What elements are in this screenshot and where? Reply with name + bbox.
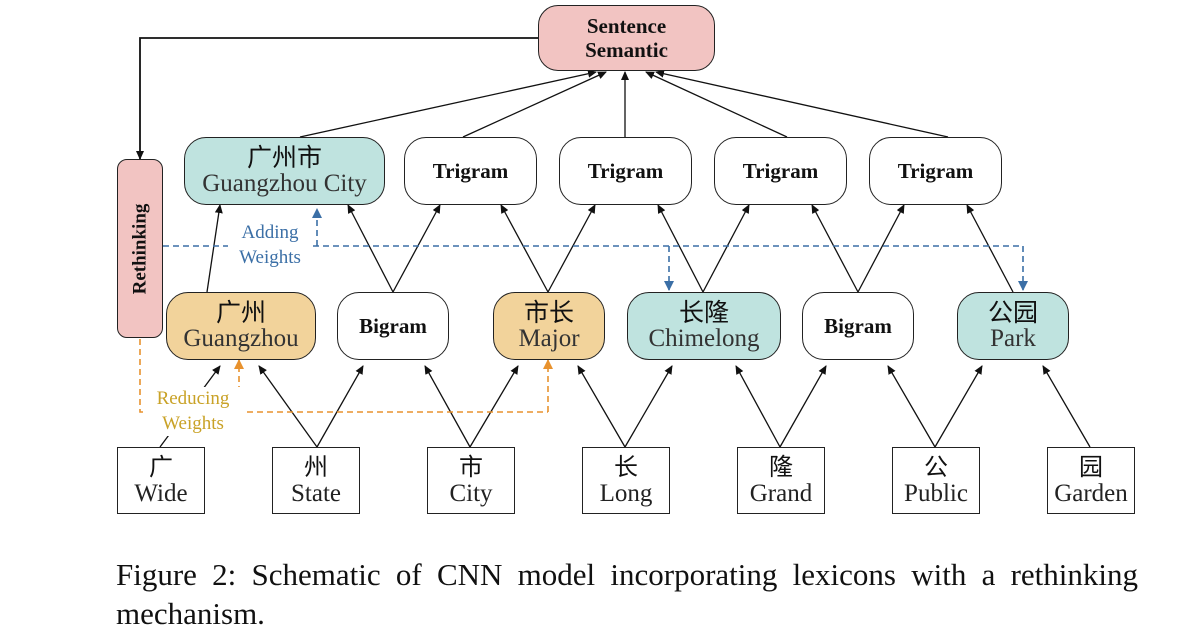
character-en: Garden — [1054, 479, 1128, 507]
trigram-label: Trigram — [432, 158, 509, 183]
arrow — [1042, 365, 1091, 448]
adding-weights-line1: Adding — [241, 222, 299, 243]
arrow — [500, 204, 549, 293]
arrow — [258, 365, 318, 448]
figure-caption: Figure 2: Schematic of CNN model incorpo… — [116, 557, 1138, 631]
arrow — [887, 365, 936, 448]
lexicon-node-chimelong: 长隆 Chimelong — [627, 292, 781, 360]
arrows-to-sentence-semantic — [299, 69, 949, 138]
character-en: Public — [904, 479, 968, 507]
arrows-layer-2-to-3 — [206, 204, 1014, 293]
arrow — [577, 365, 626, 448]
arrow — [424, 365, 471, 448]
rethinking-node: Rethinking — [117, 159, 163, 338]
lexicon-en: Major — [518, 325, 580, 352]
arrow — [624, 365, 673, 448]
trigram-label: Trigram — [897, 158, 974, 183]
arrow — [779, 365, 827, 448]
character-zh: 园 — [1079, 453, 1103, 482]
arrow — [392, 204, 441, 293]
arrow — [462, 71, 607, 138]
character-en: Wide — [134, 479, 188, 507]
arrow — [316, 365, 364, 448]
lexicon-node-guangzhou: 广州 Guangzhou — [166, 292, 316, 360]
reducing-weights-line2: Weights — [162, 412, 224, 434]
arrow — [657, 204, 704, 293]
bigram-node-1: Bigram — [337, 292, 449, 360]
character-node: 隆 Grand — [737, 447, 825, 514]
arrow — [702, 204, 750, 293]
adding-weights-line2: Weights — [239, 246, 301, 268]
lexicon-node-guangzhou-city: 广州市 Guangzhou City — [184, 137, 385, 205]
lexicon-en: Guangzhou City — [202, 170, 367, 197]
sentence-semantic-node: Sentence Semantic — [538, 5, 715, 71]
lexicon-en: Guangzhou — [183, 325, 299, 352]
arrow — [299, 69, 597, 138]
lexicon-zh: 广州市 — [246, 142, 322, 172]
trigram-node-3: Trigram — [714, 137, 847, 205]
character-node: 市 City — [427, 447, 515, 514]
bigram-label: Bigram — [359, 313, 427, 338]
arrows-layer-1-to-2 — [159, 365, 1091, 448]
character-zh: 州 — [304, 453, 328, 482]
lexicon-en: Park — [990, 325, 1036, 352]
arrow — [934, 365, 983, 448]
character-zh: 公 — [924, 453, 948, 482]
trigram-node-1: Trigram — [404, 137, 537, 205]
character-en: Grand — [749, 479, 813, 507]
character-node: 公 Public — [892, 447, 980, 514]
lexicon-node-major: 市长 Major — [493, 292, 605, 360]
character-node: 园 Garden — [1047, 447, 1135, 514]
adding-weights-label: Adding Weights — [228, 221, 312, 271]
arrow — [735, 365, 781, 448]
trigram-node-4: Trigram — [869, 137, 1002, 205]
sentence-semantic-line1: Sentence — [586, 13, 667, 38]
trigram-label: Trigram — [587, 158, 664, 183]
rethinking-feedback-arrow — [136, 37, 538, 160]
lexicon-en: Chimelong — [648, 325, 760, 352]
arrow — [547, 204, 596, 293]
arrow — [206, 204, 223, 293]
bigram-node-2: Bigram — [802, 292, 914, 360]
arrow — [857, 204, 905, 293]
lexicon-zh: 长隆 — [678, 297, 729, 327]
lexicon-zh: 市长 — [523, 297, 574, 327]
reducing-weights-label: Reducing Weights — [143, 387, 243, 437]
character-en: City — [449, 479, 493, 507]
reducing-weights-line — [139, 339, 548, 413]
sentence-semantic-line2: Semantic — [585, 38, 668, 62]
arrow — [655, 69, 949, 138]
reducing-weights-paths — [139, 339, 553, 413]
bigram-label: Bigram — [824, 313, 892, 338]
arrow — [966, 204, 1014, 293]
character-en: Long — [599, 479, 653, 507]
character-zh: 市 — [459, 453, 483, 482]
trigram-node-2: Trigram — [559, 137, 692, 205]
character-zh: 隆 — [769, 453, 793, 482]
arrow — [811, 204, 859, 293]
character-node: 长 Long — [582, 447, 670, 514]
arrow — [469, 365, 519, 448]
character-node: 州 State — [272, 447, 360, 514]
reducing-weights-line1: Reducing — [156, 388, 230, 409]
trigram-label: Trigram — [742, 158, 819, 183]
character-zh: 广 — [149, 453, 173, 482]
lexicon-node-park: 公园 Park — [957, 292, 1069, 360]
arrow — [645, 71, 788, 138]
character-zh: 长 — [614, 453, 638, 482]
character-node: 广 Wide — [117, 447, 205, 514]
arrow — [347, 204, 394, 293]
rethinking-label: Rethinking — [129, 203, 150, 294]
lexicon-zh: 广州 — [215, 297, 266, 327]
character-en: State — [291, 479, 341, 507]
lexicon-zh: 公园 — [987, 297, 1038, 327]
